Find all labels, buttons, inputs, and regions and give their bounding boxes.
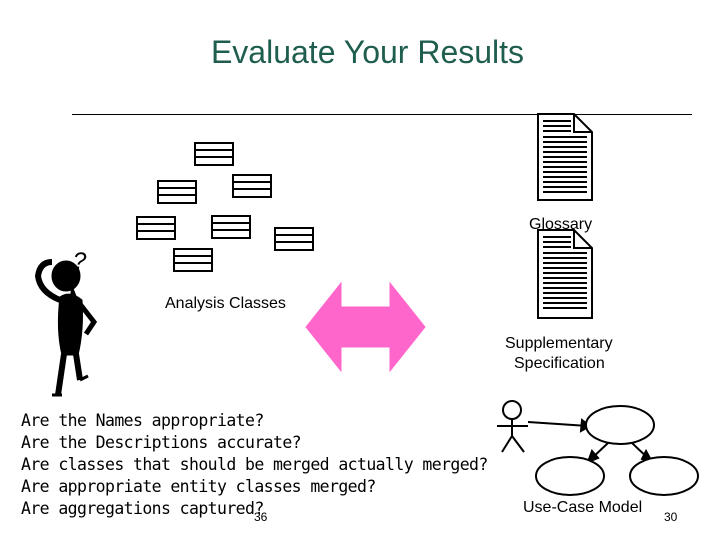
- class-box-icon: [232, 174, 272, 198]
- double-arrow-icon: [305, 281, 426, 373]
- class-box-icon: [157, 180, 197, 204]
- use-case-icon: [527, 405, 699, 496]
- evaluation-questions: Are the Names appropriate? Are the Descr…: [21, 410, 488, 520]
- question-item: Are classes that should be merged actual…: [21, 455, 488, 474]
- class-box-icon: [211, 215, 251, 239]
- use-case-model-label: Use-Case Model: [523, 499, 643, 516]
- class-box-icon: [194, 142, 234, 166]
- page-number-right: 30: [664, 510, 678, 524]
- class-box-icon: [136, 216, 176, 240]
- class-box-icon: [173, 248, 213, 272]
- document-icon: [537, 113, 593, 201]
- thinking-figure-icon: [34, 259, 98, 397]
- supplementary-label-line2: Specification: [514, 355, 605, 372]
- class-box-icon: [274, 227, 314, 251]
- question-mark: ?: [73, 248, 87, 275]
- question-item: Are appropriate entity classes merged?: [21, 477, 376, 496]
- question-item: Are aggregations captured?: [21, 499, 264, 518]
- glossary-label: Glossary: [529, 216, 593, 233]
- title-divider: [72, 114, 692, 115]
- supplementary-label-line1: Supplementary: [505, 335, 613, 352]
- question-item: Are the Names appropriate?: [21, 411, 264, 430]
- document-icon: [537, 229, 593, 319]
- slide-title: Evaluate Your Results: [210, 34, 525, 70]
- actor-icon: [497, 400, 528, 453]
- analysis-classes-label: Analysis Classes: [165, 295, 286, 312]
- page-number-left: 36: [254, 510, 268, 524]
- question-item: Are the Descriptions accurate?: [21, 433, 302, 452]
